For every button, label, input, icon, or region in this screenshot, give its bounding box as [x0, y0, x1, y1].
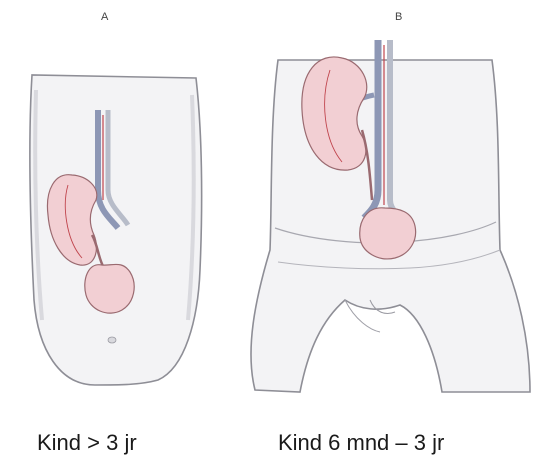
panel-b: B Kind 6 mnd – 3 jr	[230, 0, 535, 465]
bladder-b	[360, 208, 416, 259]
torso-illustration-b	[230, 0, 535, 465]
panel-a: A Kind > 3 jr	[0, 0, 230, 465]
panel-a-caption: Kind > 3 jr	[37, 430, 137, 456]
panel-b-caption: Kind 6 mnd – 3 jr	[278, 430, 444, 456]
navel-a	[108, 337, 116, 343]
bladder-a	[85, 264, 134, 313]
torso-illustration-a	[0, 0, 230, 465]
